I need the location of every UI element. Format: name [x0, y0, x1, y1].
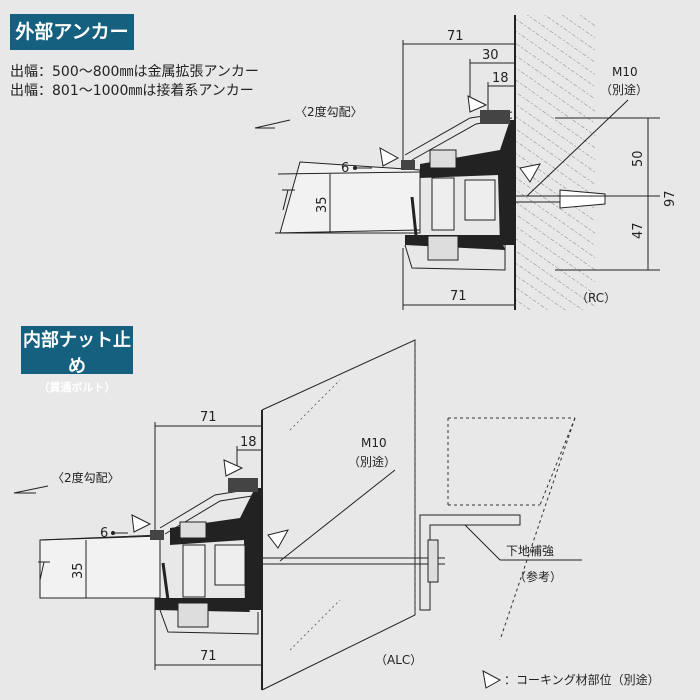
dim-top-total: 71	[447, 29, 464, 44]
rc-wall-hatch	[515, 15, 595, 310]
substrate-label-top: （RC）	[576, 291, 616, 305]
dim-bottom-2: 71	[200, 649, 217, 664]
detail-outside-anchor: 71 30 18	[254, 15, 678, 310]
sealant-marker-icon	[223, 459, 244, 477]
top-dimensions: 71 30 18	[402, 29, 515, 170]
dim-thickness-2: 35	[71, 562, 86, 579]
note-adhesive-anchor: 出幅：801〜1000㎜は接着系アンカー	[10, 83, 254, 99]
reinforce-label: 下地補強	[506, 544, 554, 558]
sealant-marker-icon	[467, 95, 488, 113]
slope-label-bottom: 〈2度勾配〉	[52, 470, 120, 485]
bolt-label-bottom: M10	[361, 436, 387, 450]
dim-gap: 6	[341, 161, 349, 176]
sealant-marker-icon	[131, 514, 152, 533]
dim-lower: 47	[631, 222, 646, 239]
reinforcement-box	[419, 417, 576, 641]
title-inside-nut-main: 内部ナット止め	[23, 330, 131, 377]
bolt-sub-top: （別途）	[600, 82, 648, 97]
reinforce-sub: （参考）	[514, 569, 562, 584]
dim-top-mid: 30	[482, 48, 499, 63]
dim-upper: 50	[631, 150, 646, 167]
dim-bottom: 71	[450, 289, 467, 304]
bolt-sub-bottom: （別途）	[348, 454, 396, 469]
title-outside-anchor: 外部アンカー	[10, 14, 134, 50]
dim-total-height: 97	[663, 190, 678, 207]
slope-label-top: 〈2度勾配〉	[295, 104, 363, 119]
gutter-profile-bottom	[39, 478, 262, 635]
through-bolt	[245, 469, 445, 583]
detail-inside-nut: 71 18	[13, 339, 582, 691]
note-metal-anchor: 出幅：500〜800㎜は金属拡張アンカー	[10, 64, 259, 80]
sealant-marker-icon	[379, 147, 400, 167]
title-inside-nut-sub: （貫通ボルト）	[38, 381, 116, 394]
gutter-profile-top	[274, 110, 515, 271]
dim-top-small-2: 18	[240, 435, 257, 450]
substrate-label-bottom: （ALC）	[375, 653, 422, 667]
dim-top-total-2: 71	[200, 410, 217, 425]
sealant-marker-icon	[482, 670, 502, 689]
dim-top-small: 18	[492, 71, 509, 86]
sealant-marker-icon	[267, 529, 289, 549]
legend-text: ：コーキング材部位（別途）	[504, 672, 660, 687]
legend: ：コーキング材部位（別途）	[482, 670, 660, 689]
bolt-label-top: M10	[612, 65, 638, 79]
sealant-marker-icon	[519, 163, 541, 183]
title-inside-nut: 内部ナット止め （貫通ボルト）	[21, 326, 133, 394]
dim-thickness: 35	[315, 196, 330, 213]
dim-gap-2: 6	[100, 526, 108, 541]
